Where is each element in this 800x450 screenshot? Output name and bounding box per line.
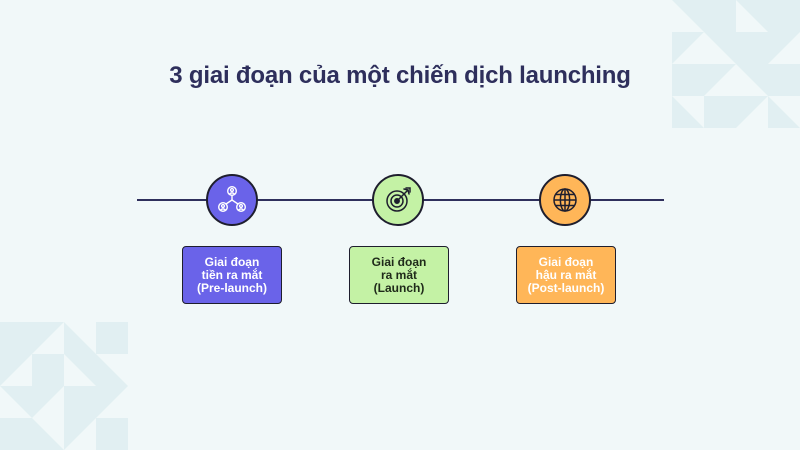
stage-1-circle xyxy=(206,174,258,226)
stage-2-label-line-1: Giai đoạn xyxy=(371,254,427,269)
page-title: 3 giai đoạn của một chiến dịch launching xyxy=(169,62,631,89)
target-arrow-icon xyxy=(383,185,413,215)
stage-3-label-line-1: Giai đoạn xyxy=(538,254,594,269)
people-network-icon xyxy=(217,185,247,215)
stage-2-label-line-2: ra mắt xyxy=(380,267,418,282)
globe-icon xyxy=(550,185,580,215)
stage-1-label-line-2: tiền ra mắt xyxy=(201,267,263,282)
stage-2-label-box: Giai đoạn ra mắt (Launch) xyxy=(349,246,449,304)
stage-3-label: Giai đoạn hậu ra mắt (Post-launch) xyxy=(527,254,605,295)
decorative-pattern-top-right xyxy=(672,0,800,128)
stage-2-label: Giai đoạn ra mắt (Launch) xyxy=(371,254,427,295)
stage-2-label-line-3: (Launch) xyxy=(373,280,425,295)
stage-2-circle xyxy=(372,174,424,226)
decorative-pattern-bottom-left xyxy=(0,322,128,450)
stage-3-label-line-2: hậu ra mắt xyxy=(535,267,597,282)
stage-3-label-line-3: (Post-launch) xyxy=(527,280,605,295)
stage-1-label-box: Giai đoạn tiền ra mắt (Pre-launch) xyxy=(182,246,282,304)
stage-1-label: Giai đoạn tiền ra mắt (Pre-launch) xyxy=(196,254,267,295)
stage-1-label-line-3: (Pre-launch) xyxy=(196,280,267,295)
stage-1-label-line-1: Giai đoạn xyxy=(204,254,260,269)
stage-3-circle xyxy=(539,174,591,226)
stage-3-label-box: Giai đoạn hậu ra mắt (Post-launch) xyxy=(516,246,616,304)
